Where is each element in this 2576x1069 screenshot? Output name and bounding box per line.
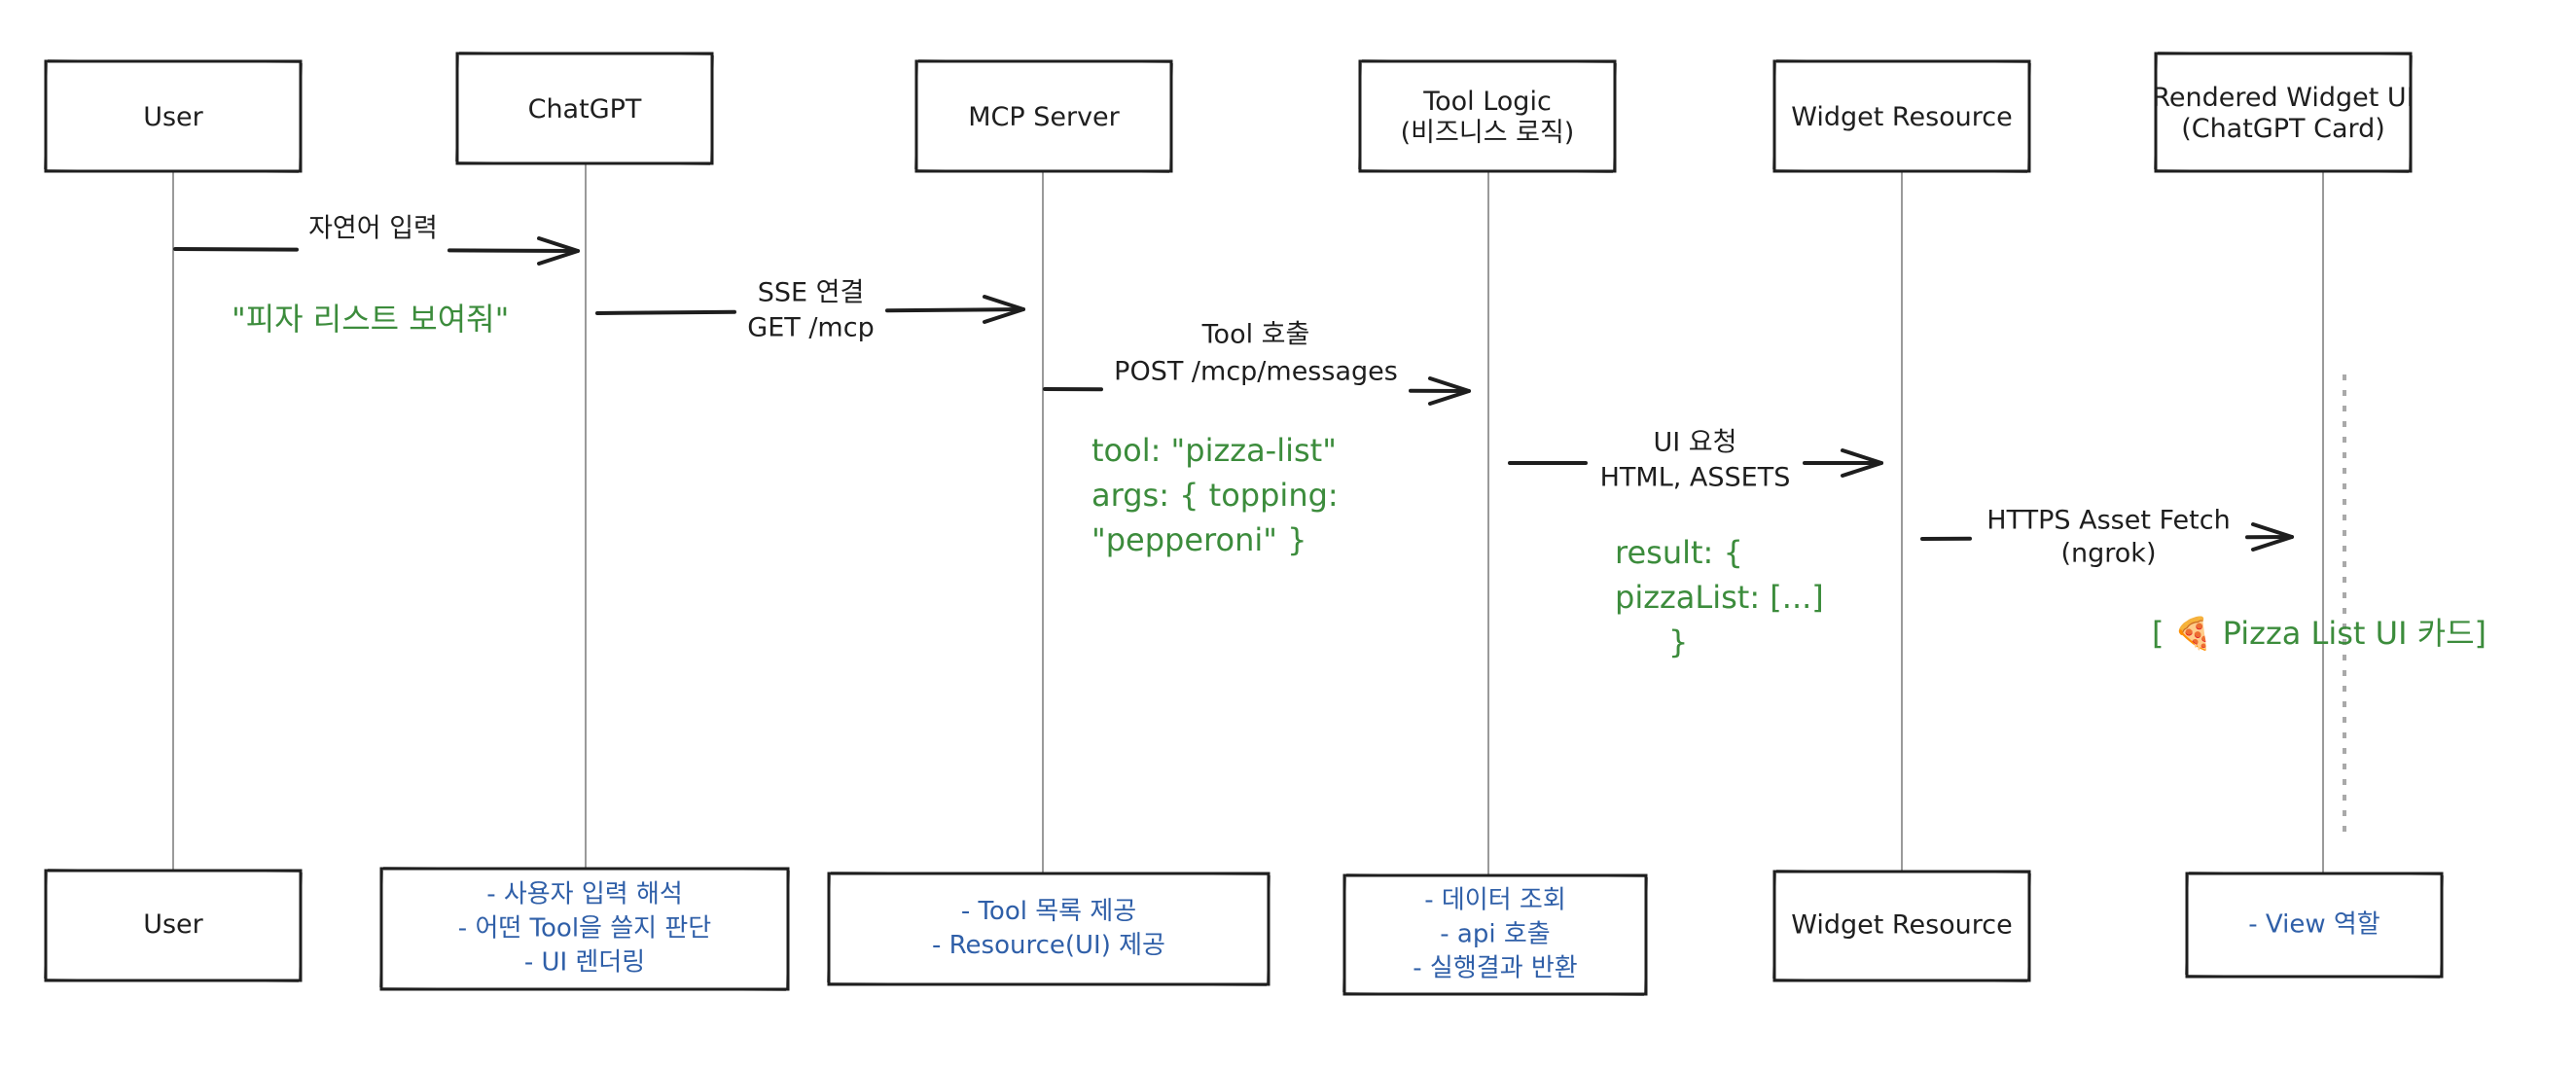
msg-tool-widget-arrowhead <box>1841 448 1883 478</box>
msg-widget-rendered: HTTPS Asset Fetch(ngrok) <box>1920 506 2294 569</box>
bottom-box-rect-widgetres <box>1772 870 2031 982</box>
msg-tool-widget: UI 요청 HTML, ASSETS <box>1508 428 1883 493</box>
msg-user-chatgpt-line-start <box>173 247 299 252</box>
note-tool-args-line-3: "pepperoni" } <box>1091 521 1306 558</box>
msg-widget-rendered-label-line-1: HTTPS Asset Fetch <box>1986 506 2230 536</box>
note-card: [ 🍕 Pizza List UI 카드] <box>2152 615 2487 652</box>
bottom-box-text-mcp-line-2: - Resource(UI) 제공 <box>932 931 1165 960</box>
bottom-box-rect-toollogic-sketch-stroke <box>1342 873 1648 996</box>
msg-widget-rendered-label-line-2: (ngrok) <box>2061 539 2157 569</box>
bottom-box-text-chatgpt-line-3: - UI 렌더링 <box>524 948 645 978</box>
msg-mcp-tool-label-line-2: POST /mcp/messages <box>1114 357 1398 387</box>
bottom-box-rect-rendered-sketch-stroke <box>2185 872 2444 979</box>
participant-label-rendered-line-1: Rendered Widget UI <box>2152 83 2414 113</box>
msg-chatgpt-mcp-line-start <box>595 309 736 315</box>
msg-user-chatgpt: 자연어 입력 <box>173 214 580 266</box>
bottom-box-text-rendered: - View 역할 <box>2248 910 2380 940</box>
participant-label-toollogic-line-1: Tool Logic <box>1422 87 1552 117</box>
msg-chatgpt-mcp: SSE 연결 GET /mcp <box>595 278 1025 343</box>
bottom-box-rect-widgetres-sketch-stroke <box>1772 870 2031 982</box>
msg-mcp-tool-label-line-1: Tool 호출 <box>1201 320 1310 350</box>
participant-mcp: MCP Server <box>914 59 1173 173</box>
participant-box-rendered-sketch-stroke <box>2154 52 2413 173</box>
bottom-box-chatgpt: - 사용자 입력 해석 - 어떤 Tool을 쓸지 판단 - UI 렌더링 <box>379 867 790 991</box>
participant-label-chatgpt: ChatGPT <box>528 94 642 125</box>
bottom-box-text-toollogic-line-2: - api 호출 <box>1440 920 1550 949</box>
bottom-box-text-chatgpt-line-2: - 어떤 Tool을 쓸지 판단 <box>458 914 711 944</box>
bottom-box-rendered: - View 역할 <box>2185 872 2444 979</box>
msg-user-chatgpt-line-end <box>447 248 580 253</box>
note-result-line-3: } <box>1668 624 1688 660</box>
bottom-box-text-mcp-line-1: - Tool 목록 제공 <box>961 897 1136 926</box>
bottom-box-text-toollogic-line-1: - 데이터 조회 <box>1424 886 1566 915</box>
participant-user: User <box>44 59 303 173</box>
note-tool-args: tool: "pizza-list" args: { topping: "peppe… <box>1091 432 1339 558</box>
bottom-box-user: User <box>44 869 303 982</box>
bottom-box-text-widgetres: Widget Resource <box>1791 910 2012 941</box>
bottom-box-text-user: User <box>143 909 203 940</box>
msg-chatgpt-mcp-line-end <box>885 307 1025 313</box>
msg-user-chatgpt-arrowhead <box>537 236 580 266</box>
msg-tool-widget-label-line-2: HTML, ASSETS <box>1600 463 1791 493</box>
participant-chatgpt: ChatGPT <box>455 52 714 165</box>
bottom-box-toollogic: - 데이터 조회 - api 호출 - 실행결과 반환 <box>1342 873 1648 996</box>
bottom-box-rect-mcp <box>827 872 1270 986</box>
note-user-input: "피자 리스트 보여줘" <box>232 301 509 338</box>
messages-layer: 자연어 입력 SSE 연결 GET /mcp Tool 호출 POST /mcp/mes… <box>173 214 2294 569</box>
note-tool-args-line-2: args: { topping: <box>1091 477 1339 514</box>
participant-box-chatgpt-sketch-stroke <box>455 52 714 165</box>
msg-user-chatgpt-label: 자연어 입력 <box>308 214 438 244</box>
note-result-line-1: result: { <box>1615 534 1743 571</box>
participant-box-mcp-sketch-stroke <box>914 59 1173 173</box>
participant-box-rendered <box>2154 52 2413 173</box>
participant-widgetres: Widget Resource <box>1772 59 2031 173</box>
msg-chatgpt-mcp-arrowhead <box>983 295 1025 324</box>
participant-box-user-sketch-stroke <box>44 59 303 173</box>
participant-label-widgetres: Widget Resource <box>1791 102 2012 132</box>
note-tool-args-line-1: tool: "pizza-list" <box>1091 432 1337 469</box>
participant-toollogic: Tool Logic(비즈니스 로직) <box>1358 59 1617 173</box>
bottom-box-text-chatgpt-line-1: - 사용자 입력 해석 <box>486 880 683 909</box>
bottom-box-rect-chatgpt-sketch-stroke <box>379 867 790 991</box>
note-card: [ 🍕 Pizza List UI 카드] <box>2152 615 2487 652</box>
bottom-box-widgetres: Widget Resource <box>1772 870 2031 982</box>
msg-widget-rendered-arrowhead <box>2251 522 2294 552</box>
note-result: result: { pizzaList: [...]} <box>1615 534 1824 660</box>
participant-rendered: Rendered Widget UI(ChatGPT Card) <box>2152 52 2415 173</box>
msg-mcp-tool-arrowhead <box>1428 376 1471 406</box>
bottom-box-rect-toollogic <box>1342 873 1648 996</box>
bottom-box-mcp: - Tool 목록 제공 - Resource(UI) 제공 <box>827 872 1270 986</box>
participant-box-widgetres-sketch-stroke <box>1772 59 2031 173</box>
bottom-box-rect-mcp-sketch-stroke <box>827 872 1270 986</box>
bottom-box-rect-chatgpt <box>379 867 790 991</box>
participant-box-toollogic-sketch-stroke <box>1358 59 1617 173</box>
msg-mcp-tool: Tool 호출 POST /mcp/messages <box>1043 320 1471 406</box>
note-user-input: "피자 리스트 보여줘" <box>232 301 509 338</box>
lifelines-layer <box>172 163 2346 875</box>
bottom-box-text-toollogic-line-3: - 실행결과 반환 <box>1413 954 1577 983</box>
msg-chatgpt-mcp-label-line-1: SSE 연결 <box>758 278 865 308</box>
participant-label-toollogic-line-2: (비즈니스 로직) <box>1401 118 1575 148</box>
notes-layer: "피자 리스트 보여줘" tool: "pizza-list" args: { to… <box>232 301 2487 660</box>
msg-tool-widget-label-line-1: UI 요청 <box>1654 428 1737 458</box>
participant-label-mcp: MCP Server <box>968 102 1120 132</box>
participant-label-user: User <box>143 102 203 132</box>
msg-chatgpt-mcp-label-line-2: GET /mcp <box>747 313 874 343</box>
participant-label-rendered-line-2: (ChatGPT Card) <box>2181 114 2385 144</box>
boxes-layer: User ChatGPT MCP Server Tool Logic(비즈니스 로직)… <box>44 52 2444 996</box>
note-result-line-2: pizzaList: [...] <box>1615 579 1824 616</box>
bottom-box-rect-user-sketch-stroke <box>44 869 303 982</box>
